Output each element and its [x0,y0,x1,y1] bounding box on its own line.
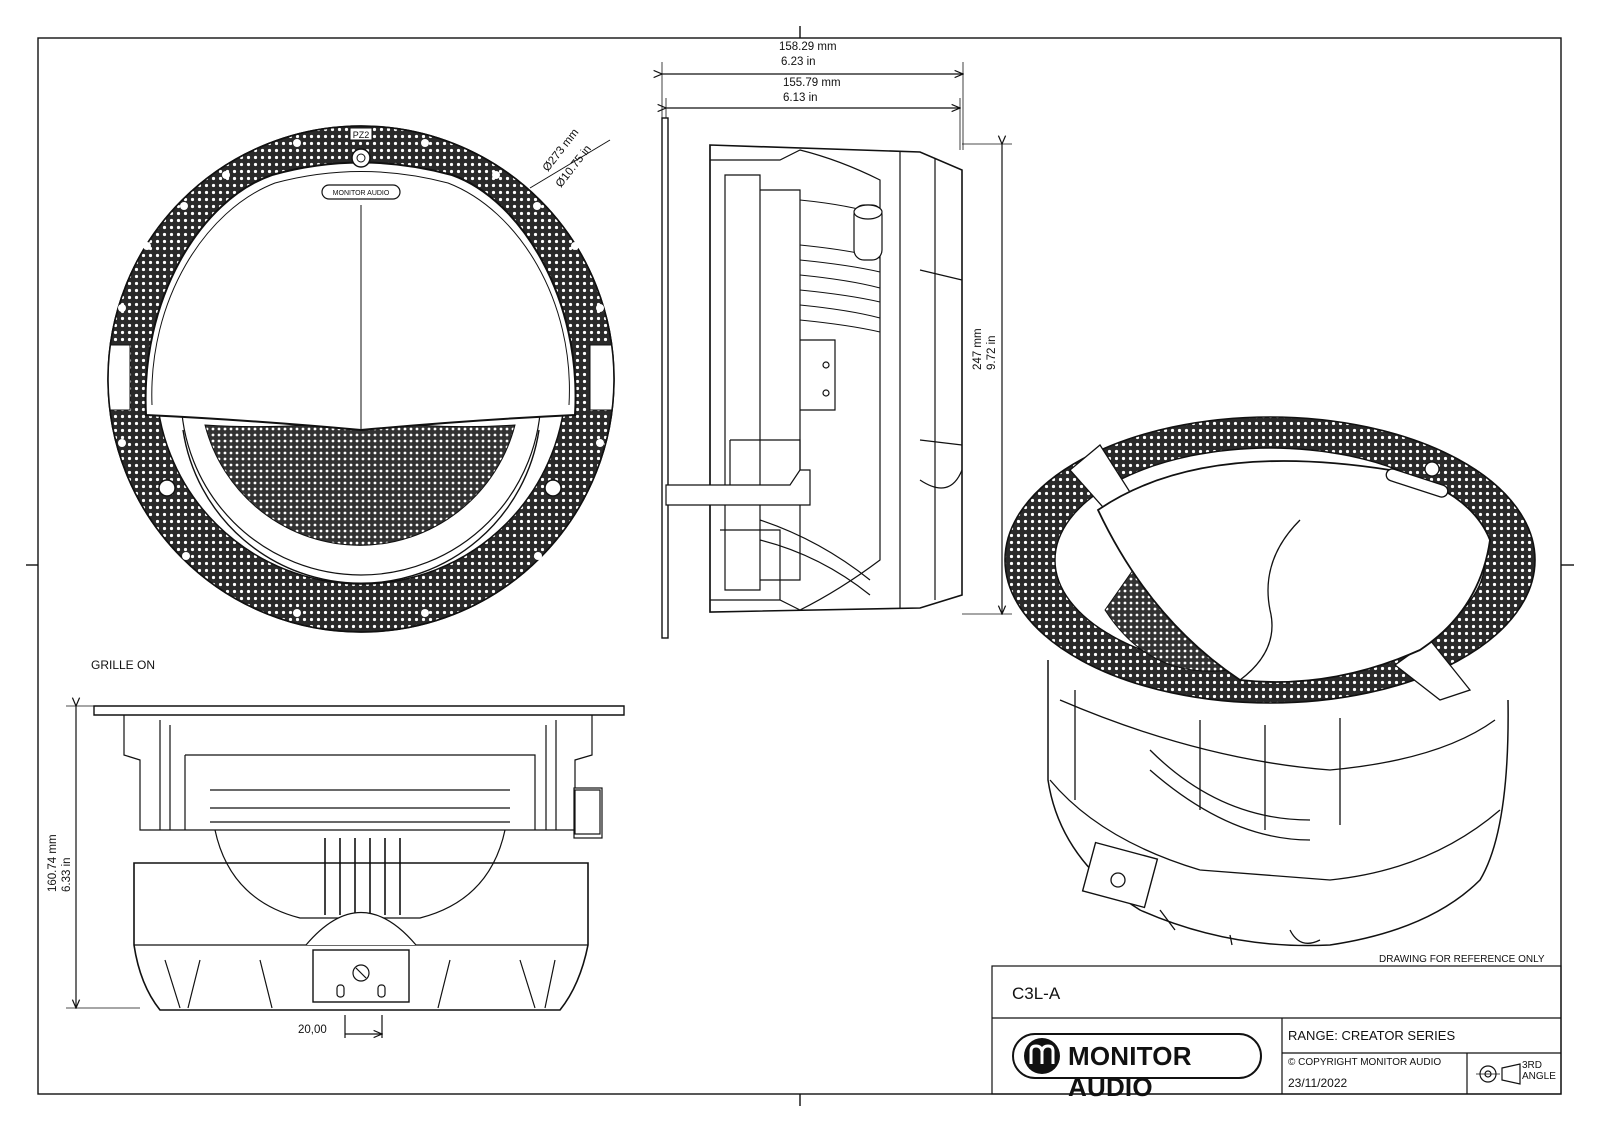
copyright-text: © COPYRIGHT MONITOR AUDIO [1288,1057,1442,1068]
height-in: 9.72 in [986,335,998,370]
side-section-view [662,62,1012,639]
brand-logo: MONITOR AUDIO [1012,1033,1262,1102]
terminal-spacing-dim: 20,00 [298,1024,327,1036]
outer-width-mm: 158.29 mm [779,41,837,53]
front-view: MONITOR AUDIO PZ2 [107,125,615,633]
brand-name: MONITOR AUDIO [1068,1041,1192,1102]
inner-width-in: 6.13 in [783,92,818,104]
model-name: C3L-A [1012,984,1061,1003]
inner-width-mm: 155.79 mm [783,77,841,89]
outer-width-in: 6.23 in [781,56,816,68]
projection-line2: ANGLE [1522,1071,1556,1082]
height-mm: 247 mm [972,328,984,370]
grille-logo-text: MONITOR AUDIO [333,190,390,197]
projection-line1: 3RD [1522,1060,1543,1071]
depth-in: 6.33 in [61,857,73,892]
depth-mm: 160.74 mm [47,834,59,892]
reference-note: DRAWING FOR REFERENCE ONLY [1379,954,1545,965]
title-block-frame [991,965,1562,1095]
side-elevation-view [66,706,625,1038]
pz2-badge: PZ2 [353,130,370,140]
view-label-grille-on: GRILLE ON [91,658,156,672]
range-label: RANGE: CREATOR SERIES [1288,1028,1456,1043]
brand-logo-frame [1012,1033,1262,1079]
projection-label: 3RD ANGLE [1522,1060,1556,1082]
isometric-view [1004,416,1536,947]
title-block: C3L-A RANGE: CREATOR SERIES © COPYRIGHT … [992,966,1562,1094]
drawing-date: 23/11/2022 [1288,1076,1348,1090]
